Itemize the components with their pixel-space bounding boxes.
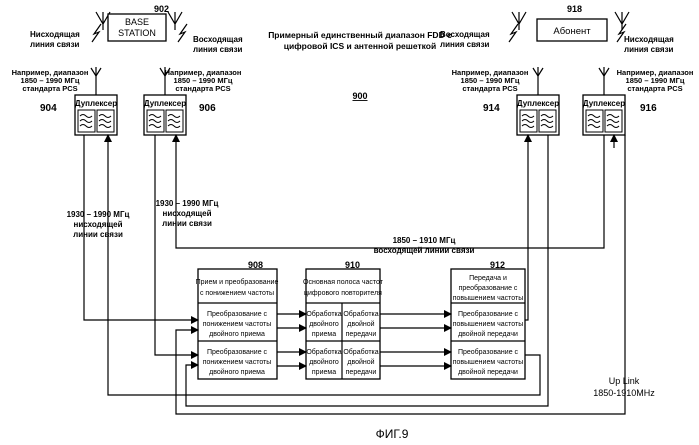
block-912-transmit-upconvert: 912 Передача и преобразование с повышени… — [451, 260, 525, 379]
cell-text: двойного — [309, 358, 339, 366]
cell-text: Преобразование с — [458, 348, 519, 356]
cell-text: Преобразование с — [207, 348, 268, 356]
block-header-line1: Основная полоса частот — [303, 279, 384, 286]
freq-label-uplink: 1850 – 1910 МГц восходящей линии связи — [374, 236, 475, 255]
lightning-link-icon — [509, 24, 518, 42]
svg-text:1930 – 1990 МГц: 1930 – 1990 МГц — [67, 210, 130, 219]
duplexer-label: Дуплексер — [517, 99, 559, 108]
block-908-receive-downconvert: 908 Прием и преобразование с понижением … — [196, 260, 279, 379]
svg-text:нисходящей: нисходящей — [74, 220, 123, 229]
figure-caption: ФИГ.9 — [376, 427, 409, 441]
uplink-note: Up Link 1850-1910MHz — [593, 376, 655, 398]
cell-text: приема — [312, 369, 336, 376]
duplexer-ref: 904 — [40, 103, 57, 114]
lightning-link-icon — [178, 24, 187, 42]
subscriber-ref: 918 — [567, 4, 582, 14]
antenna-icon — [512, 12, 526, 30]
cell-text: передачи — [346, 331, 377, 338]
duplexer-ref: 906 — [199, 103, 216, 114]
uplink-path-upper — [176, 135, 604, 248]
duplexer-label: Дуплексер — [75, 99, 117, 108]
cell-text: Обработка — [306, 310, 341, 318]
block-910-digital-repeater-baseband: 910 Основная полоса частот цифрового пов… — [303, 260, 384, 379]
figure-ref-900: 900 — [352, 91, 367, 101]
svg-text:восходящей линии связи: восходящей линии связи — [374, 246, 475, 255]
duplexer-label: Дуплексер — [144, 99, 186, 108]
svg-text:нисходящей: нисходящей — [163, 209, 212, 218]
base-station-label-line2: STATION — [118, 28, 156, 38]
cell-text: повышением частоты — [453, 321, 524, 328]
svg-text:1850-1910MHz: 1850-1910MHz — [593, 388, 655, 398]
base-station-label-line1: BASE — [125, 17, 149, 27]
cell-text: двойного — [309, 320, 339, 328]
left-uplink-line2: линия связи — [193, 45, 243, 54]
left-downlink-line2: линия связи — [30, 40, 80, 49]
cell-text: понижением частоты — [203, 321, 272, 328]
right-uplink-line2: линия связи — [440, 40, 490, 49]
svg-text:стандарта PCS: стандарта PCS — [22, 84, 77, 93]
right-downlink-line2: линия связи — [624, 45, 674, 54]
cell-text: повышением частоты — [453, 359, 524, 366]
cell-text: передачи — [346, 369, 377, 376]
subscriber-label: Абонент — [553, 26, 591, 37]
block-header-line2: цифрового повторителя — [304, 290, 382, 297]
svg-text:стандарта PCS: стандарта PCS — [627, 84, 682, 93]
base-station-ref: 902 — [154, 4, 169, 14]
cell-text: Обработка — [343, 310, 378, 318]
duplexer-label: Дуплексер — [583, 99, 625, 108]
cell-text: понижением частоты — [203, 359, 272, 366]
band-note-right-2: Например, диапазон 1850 – 1990 МГц станд… — [617, 68, 694, 93]
block-header-line3: повышением частоты — [453, 295, 524, 302]
cell-text: Обработка — [306, 348, 341, 356]
cell-text: Обработка — [343, 348, 378, 356]
subscriber-918: 918 Абонент Восходящая линия связи Нисхо… — [440, 4, 674, 54]
cell-text: двойной — [347, 320, 374, 328]
band-note-left-1: Например, диапазон 1850 – 1990 МГц станд… — [12, 68, 89, 93]
svg-text:линии связи: линии связи — [162, 219, 212, 228]
block-header-line1: Прием и преобразование — [196, 278, 279, 286]
lightning-link-icon — [92, 24, 101, 42]
band-note-left-2: Например, диапазон 1850 – 1990 МГц станд… — [165, 68, 242, 93]
block-header-line2: с понижением частоты — [200, 290, 274, 297]
cell-text: двойной передачи — [458, 330, 518, 338]
cell-text: приема — [312, 331, 336, 338]
band-note-right-1: Например, диапазон 1850 – 1990 МГц станд… — [452, 68, 529, 93]
antenna-icon — [168, 12, 182, 30]
svg-text:1930 – 1990 МГц: 1930 – 1990 МГц — [156, 199, 219, 208]
antenna-icon — [615, 12, 629, 30]
figure-title-line2: цифровой ICS и антенной решеткой — [284, 41, 436, 51]
block-header-line1: Передача и — [469, 275, 507, 282]
freq-label-downlink-left: 1930 – 1990 МГц нисходящей линии связи — [67, 210, 130, 239]
cell-text: Преобразование с — [458, 310, 519, 318]
base-station-902: 902 BASE STATION Нисходящая линия связи … — [30, 4, 243, 54]
right-downlink-line1: Нисходящая — [624, 35, 674, 44]
duplexer-ref: 914 — [483, 103, 500, 114]
freq-label-downlink-inner: 1930 – 1990 МГц нисходящей линии связи — [156, 199, 219, 228]
svg-text:1850 – 1910 МГц: 1850 – 1910 МГц — [393, 236, 456, 245]
cell-text: двойной — [347, 358, 374, 366]
cell-text: двойного приема — [209, 368, 265, 376]
figure-title-line1: Примерный единственный диапазон FDD с — [268, 30, 452, 40]
cell-text: Преобразование с — [207, 310, 268, 318]
cell-text: двойного приема — [209, 330, 265, 338]
svg-text:стандарта PCS: стандарта PCS — [462, 84, 517, 93]
svg-text:Up Link: Up Link — [609, 376, 640, 386]
svg-text:линии связи: линии связи — [73, 230, 123, 239]
cell-text: двойной передачи — [458, 368, 518, 376]
left-downlink-line1: Нисходящая — [30, 30, 80, 39]
block-header-line2: преобразование с — [459, 284, 518, 292]
svg-text:стандарта PCS: стандарта PCS — [175, 84, 230, 93]
duplexer-ref: 916 — [640, 103, 657, 114]
right-uplink-line1: Восходящая — [440, 30, 490, 39]
left-uplink-line1: Восходящая — [193, 35, 243, 44]
